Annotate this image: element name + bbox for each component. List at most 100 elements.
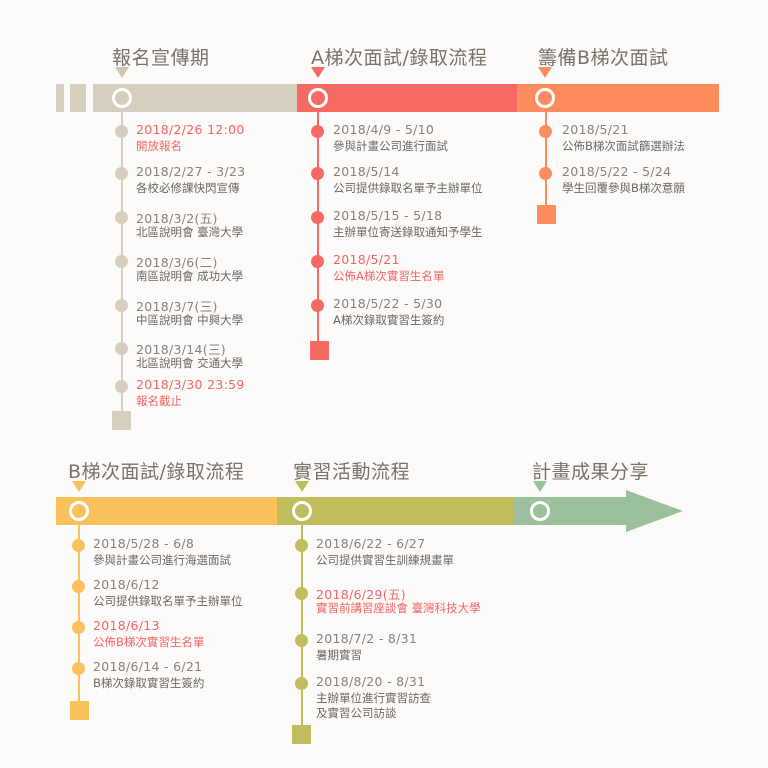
phase-band-internship — [277, 497, 513, 525]
event-desc: 公佈B梯次實習生名單 — [93, 635, 205, 649]
event-dot — [311, 211, 324, 224]
event-date: 2018/5/14 — [333, 164, 400, 179]
event-dot — [311, 255, 324, 268]
event-date: 2018/2/27 - 3/23 — [136, 164, 246, 179]
event-desc: 北區說明會 交通大學 — [136, 356, 244, 370]
event-desc: 開放報名 — [136, 139, 182, 153]
phase-marker-triangle — [295, 481, 309, 492]
event-dot — [72, 621, 85, 634]
event-dot — [295, 587, 308, 600]
event-desc: 主辦單位進行實習訪查 — [316, 691, 431, 705]
event-dot — [115, 167, 128, 180]
event-dot — [295, 539, 308, 552]
event-dot — [115, 211, 128, 224]
phase-title: 實習活動流程 — [293, 461, 411, 483]
event-dot — [72, 662, 85, 675]
phase-ring-icon — [308, 88, 328, 108]
event-dot — [115, 255, 128, 268]
phase-title: B梯次面試/錄取流程 — [68, 461, 245, 483]
event-dot — [115, 342, 128, 355]
event-date: 2018/5/28 - 6/8 — [93, 536, 195, 551]
event-date: 2018/2/26 12:00 — [136, 122, 245, 137]
phase-title: A梯次面試/錄取流程 — [311, 47, 488, 69]
event-date: 2018/8/20 - 8/31 — [316, 674, 426, 689]
event-desc: 實習前講習座談會 臺灣科技大學 — [316, 601, 481, 615]
phase-end-square — [537, 205, 556, 224]
event-dot — [539, 125, 552, 138]
phase-timeline-line — [545, 112, 547, 208]
phase-ring-icon — [530, 501, 550, 521]
event-desc: 公司提供實習生訓練規畫單 — [316, 553, 454, 567]
event-date: 2018/5/22 - 5/30 — [333, 296, 443, 311]
event-date: 2018/7/2 - 8/31 — [316, 631, 418, 646]
phase-end-square — [112, 411, 131, 430]
event-desc: 公司提供錄取名單予主辦單位 — [93, 594, 243, 608]
event-desc: B梯次錄取實習生簽約 — [93, 676, 205, 690]
event-date: 2018/5/22 - 5/24 — [562, 164, 672, 179]
event-date: 2018/6/14 - 6/21 — [93, 659, 203, 674]
event-dot — [72, 580, 85, 593]
phase-ring-icon — [535, 88, 555, 108]
event-dot — [115, 380, 128, 393]
phase-marker-triangle — [311, 67, 325, 78]
event-desc-line-2: 及實習公司訪談 — [316, 706, 397, 720]
event-date: 2018/3/14(三) — [136, 342, 226, 357]
phase-end-square — [292, 725, 311, 744]
event-desc: 公佈A梯次實習生名單 — [333, 269, 445, 283]
event-date: 2018/3/2(五) — [136, 211, 218, 226]
phase-title: 計畫成果分享 — [532, 461, 650, 483]
event-desc: 南區說明會 成功大學 — [136, 269, 244, 283]
event-date: 2018/5/15 - 5/18 — [333, 208, 443, 223]
phase-marker-triangle — [533, 481, 547, 492]
event-dot — [295, 677, 308, 690]
event-dot — [115, 125, 128, 138]
event-date: 2018/6/29(五) — [316, 587, 406, 602]
event-date: 2018/3/6(二) — [136, 255, 218, 270]
event-date: 2018/6/12 — [93, 577, 160, 592]
event-date: 2018/5/21 — [333, 252, 400, 267]
event-desc: 公司提供錄取名單予主辦單位 — [333, 181, 483, 195]
event-desc: 報名截止 — [136, 394, 182, 408]
phase-timeline-line — [301, 525, 303, 728]
timeline-arrow-head — [626, 490, 683, 532]
phase-end-square — [70, 701, 89, 720]
phase-title: 籌備B梯次面試 — [538, 47, 669, 69]
event-dot — [72, 539, 85, 552]
phase-ring-icon — [112, 88, 132, 108]
event-date: 2018/3/7(三) — [136, 299, 218, 314]
phase-marker-triangle — [115, 67, 129, 78]
event-dot — [295, 634, 308, 647]
phase-band-b-interview — [56, 497, 277, 525]
event-date: 2018/5/21 — [562, 122, 629, 137]
event-desc: 主辦單位寄送錄取通知予學生 — [333, 225, 483, 239]
phase-title: 報名宣傳期 — [112, 47, 210, 69]
event-desc: 參與計畫公司進行海選面試 — [93, 553, 231, 567]
event-date: 2018/4/9 - 5/10 — [333, 122, 435, 137]
phase-marker-triangle — [72, 481, 86, 492]
timeline-stub-1 — [56, 84, 64, 112]
event-desc: 學生回覆參與B梯次意願 — [562, 181, 685, 195]
event-dot — [311, 125, 324, 138]
event-dot — [539, 167, 552, 180]
timeline-stub-2 — [70, 84, 86, 112]
event-desc: 暑期實習 — [316, 648, 362, 662]
event-date: 2018/3/30 23:59 — [136, 377, 245, 392]
phase-end-square — [310, 341, 329, 360]
event-dot — [115, 299, 128, 312]
event-desc: 參與計畫公司進行面試 — [333, 139, 448, 153]
event-desc: 公佈B梯次面試篩選辦法 — [562, 139, 685, 153]
event-date: 2018/6/13 — [93, 618, 160, 633]
phase-ring-icon — [292, 501, 312, 521]
event-desc: 北區說明會 臺灣大學 — [136, 225, 244, 239]
event-desc: 各校必修課快閃宣傳 — [136, 181, 240, 195]
event-dot — [311, 167, 324, 180]
event-date: 2018/6/22 - 6/27 — [316, 536, 426, 551]
event-desc: A梯次錄取實習生簽約 — [333, 313, 445, 327]
phase-timeline-line — [317, 112, 319, 344]
phase-timeline-line — [78, 525, 80, 705]
phase-band-a-interview — [297, 84, 517, 112]
event-dot — [311, 299, 324, 312]
event-desc: 中區說明會 中興大學 — [136, 313, 244, 327]
phase-ring-icon — [69, 501, 89, 521]
phase-marker-triangle — [538, 67, 552, 78]
